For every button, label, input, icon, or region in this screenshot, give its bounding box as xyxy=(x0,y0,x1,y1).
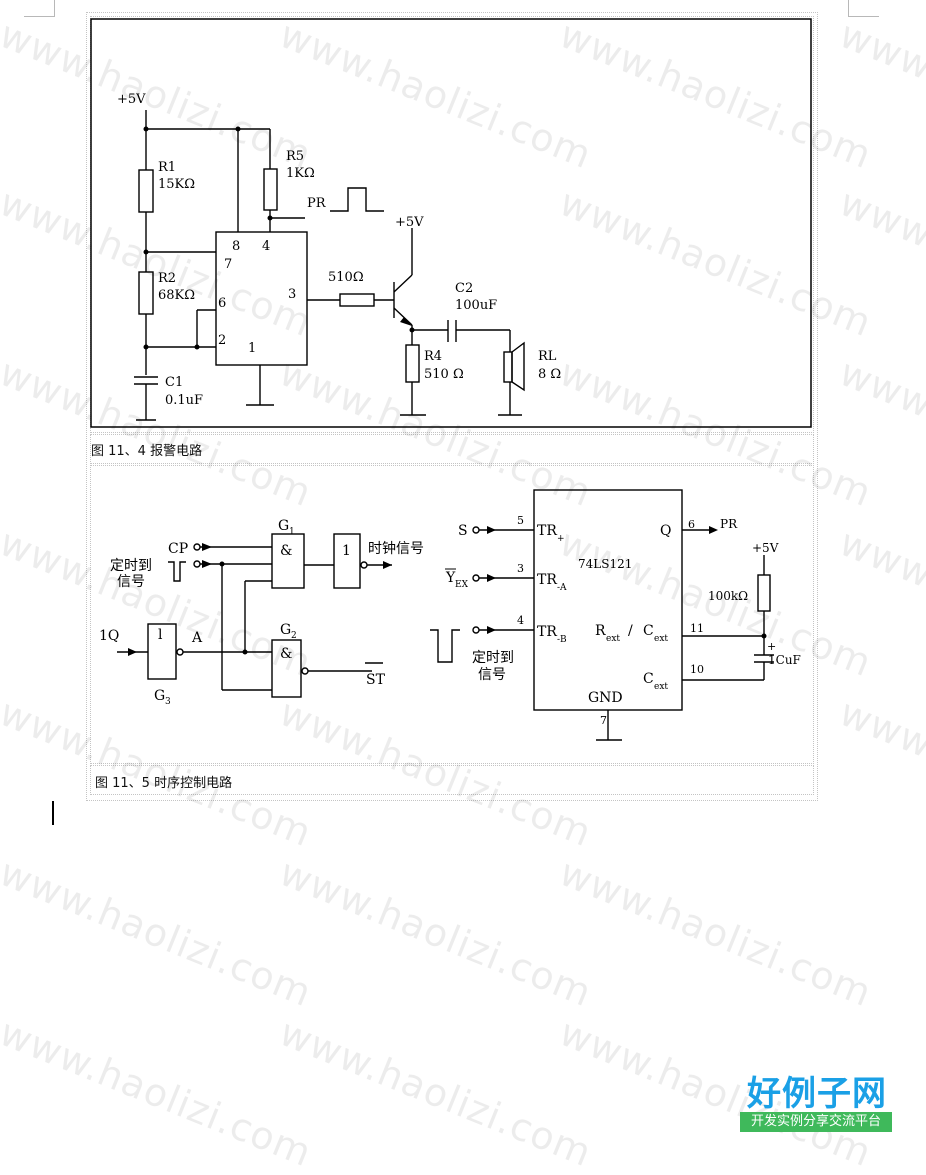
tr-plus-label: TR xyxy=(537,523,557,539)
pr-label: PR xyxy=(307,196,327,211)
node-a-label: A xyxy=(191,630,203,646)
pin5-label: 5 xyxy=(517,514,524,527)
clock-signal-label: 时钟信号 xyxy=(368,540,424,557)
figure1-caption-cell xyxy=(90,434,814,464)
r2-name: R2 xyxy=(158,271,176,286)
figure2-caption-cell xyxy=(90,765,814,795)
vcc-top-label: +5V xyxy=(117,92,146,107)
base-resistor-label: 510Ω xyxy=(328,270,364,285)
brand-logo: 好例子网 开发实例分享交流平台 xyxy=(738,1066,896,1136)
rl-value: 8 Ω xyxy=(538,367,561,382)
pin4-label: 4 xyxy=(262,239,270,254)
r4-value: 510 Ω xyxy=(424,367,464,382)
figure1-frame xyxy=(90,18,812,428)
tr-plus-sub: + xyxy=(557,534,565,544)
figure2-caption: 图 11、5 时序控制电路 xyxy=(95,776,233,791)
g3-sub: 3 xyxy=(165,697,171,707)
c1-value: 0.1uF xyxy=(165,393,203,408)
pin3-label-2: 3 xyxy=(517,562,524,575)
tr-a-label: TR xyxy=(537,572,557,588)
cext2-sub: ext xyxy=(654,682,668,692)
pin2-label: 2 xyxy=(218,333,226,348)
timer-signal-line2: 信号 xyxy=(117,574,145,590)
g2-label: G xyxy=(280,622,291,638)
timer2-line2: 信号 xyxy=(478,667,506,683)
slash-label: / xyxy=(628,623,633,639)
r2-value: 68KΩ xyxy=(158,288,195,303)
pin3-label: 3 xyxy=(288,287,296,302)
yex-sub: EX xyxy=(455,580,469,590)
tr-a-sub: -A xyxy=(557,583,567,593)
g1-label: G xyxy=(278,518,289,534)
vcc-transistor-label: +5V xyxy=(395,215,424,230)
timer2-line1: 定时到 xyxy=(472,650,514,666)
g3-label: G xyxy=(154,688,165,704)
cp-label: CP xyxy=(168,541,188,557)
pin11-label: 11 xyxy=(690,622,704,635)
tr-b-label: TR xyxy=(537,624,557,640)
pin6-label-2: 6 xyxy=(688,518,695,531)
pin7-label-2: 7 xyxy=(600,714,607,727)
yex-label: Y xyxy=(445,570,456,586)
cext2-label: C xyxy=(643,671,654,687)
alarm-circuit-diagram: +5V R1 15KΩ R2 68KΩ R5 1KΩ C1 0.1uF PR +… xyxy=(90,18,812,428)
crop-mark-right xyxy=(848,0,879,17)
g1-and-symbol: & xyxy=(280,543,292,559)
g2-and-symbol: & xyxy=(280,646,292,662)
brand-title: 好例子网 xyxy=(747,1074,887,1114)
figure1-caption: 图 11、4 报警电路 xyxy=(91,444,203,459)
figure-table: 图 11、4 报警电路 图 11、5 时序控制电路 xyxy=(86,12,818,801)
pin8-label: 8 xyxy=(232,239,240,254)
gnd-label: GND xyxy=(588,690,623,706)
cext1-sub: ext xyxy=(654,634,668,644)
timer-signal-line1: 定时到 xyxy=(110,558,152,574)
cext1-label: C xyxy=(643,623,654,639)
pin10-label: 10 xyxy=(690,663,704,676)
r5-name: R5 xyxy=(286,149,304,164)
rext-label: R xyxy=(595,623,606,639)
pr-output-label: PR xyxy=(720,517,738,531)
g2-sub: 2 xyxy=(291,631,297,641)
figure2-cell xyxy=(90,465,814,764)
g1-sub: 1 xyxy=(289,527,295,537)
text-cursor xyxy=(52,801,54,825)
vcc-label-2: +5V xyxy=(752,541,779,555)
crop-mark-left xyxy=(24,0,55,17)
r5-value: 1KΩ xyxy=(286,166,315,181)
timing-control-diagram: G 1 & 1 时钟信号 CP 定时到 信号 1Q l A G 3 G 2 & … xyxy=(99,489,801,741)
r100k-label: 100kΩ xyxy=(708,589,748,603)
st-label: ST xyxy=(366,672,386,688)
rl-name: RL xyxy=(538,349,557,364)
pin7-label: 7 xyxy=(224,257,232,272)
pin1-label: 1 xyxy=(248,341,256,356)
g3-symbol: l xyxy=(158,627,163,643)
q1-label: 1Q xyxy=(99,628,119,644)
r1-name: R1 xyxy=(158,160,176,175)
c1-name: C1 xyxy=(165,375,183,390)
q-output-label: Q xyxy=(660,523,671,539)
brand-subtitle: 开发实例分享交流平台 xyxy=(740,1112,892,1132)
rext-sub: ext xyxy=(606,634,620,644)
chip-label: 74LS121 xyxy=(578,557,632,571)
pin6-label: 6 xyxy=(218,296,226,311)
tr-b-sub: -B xyxy=(557,635,567,645)
pin4-label-2: 4 xyxy=(517,614,524,627)
cap-plus-label: + xyxy=(767,640,776,653)
r1-value: 15KΩ xyxy=(158,177,195,192)
c2-value: 100uF xyxy=(455,298,497,313)
s-label: S xyxy=(458,523,468,539)
not-symbol: 1 xyxy=(342,543,351,559)
r4-name: R4 xyxy=(424,349,442,364)
c2-name: C2 xyxy=(455,281,473,296)
c1u-label: 1CuF xyxy=(768,653,801,667)
